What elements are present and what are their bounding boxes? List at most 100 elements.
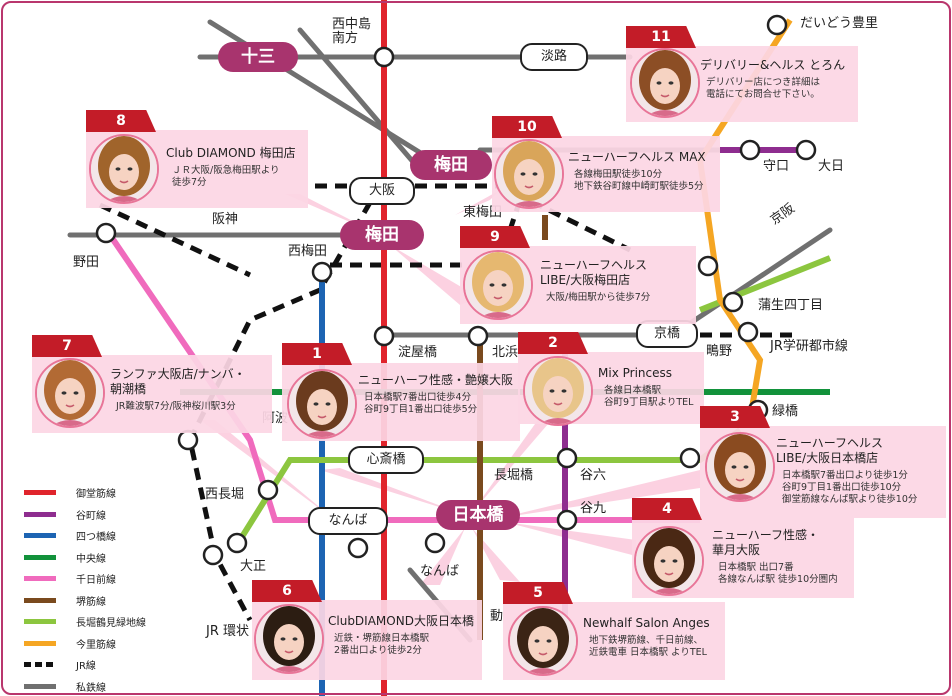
shop-access-info: 各線日本橋駅 谷町9丁目駅よりTEL: [604, 385, 694, 408]
legend-label: 今里筋線: [76, 639, 116, 651]
shop-card-8[interactable]: 8 Club DIAMOND 梅田店 ＪＲ大阪/阪急梅田駅より 徒歩7分: [86, 110, 308, 208]
legend-label: JR線: [76, 661, 96, 672]
legend-label: 千日前線: [76, 575, 116, 586]
shop-photo: [634, 526, 704, 596]
hub-nipponbashi[interactable]: 日本橋: [436, 500, 520, 530]
portrait-image: [636, 528, 702, 594]
shop-photo: [508, 606, 578, 676]
shop-access-info: 大阪/梅田駅から徒歩7分: [546, 292, 651, 303]
shop-photo: [494, 139, 564, 209]
station-namba[interactable]: なんば: [308, 507, 388, 535]
portrait-image: [510, 608, 576, 674]
shop-name: デリバリー&ヘルス とろん: [700, 58, 846, 72]
shop-number-tab: 3: [700, 406, 770, 428]
shop-name: ランファ大阪店/ナンバ・ 朝潮橋: [110, 367, 246, 396]
shop-number-tab: 5: [503, 582, 573, 604]
label-ebisucho: 動: [490, 609, 504, 624]
shop-access-info: ＪＲ大阪/阪急梅田駅より 徒歩7分: [172, 165, 280, 188]
shop-name: ClubDIAMOND大阪日本橋: [328, 614, 474, 628]
station-dots: [95, 14, 817, 566]
shop-name: Club DIAMOND 梅田店: [166, 146, 296, 160]
shop-access-info: JR難波駅7分/阪神桜川駅3分: [116, 401, 236, 412]
legend-swatch: [24, 597, 56, 603]
legend-swatch: [24, 576, 56, 581]
label-nishinakajima: 西中島 南方: [332, 17, 372, 46]
shop-photo: [287, 369, 357, 439]
label-nagahoribashi: 長堀橋: [494, 468, 534, 483]
shop-card-7[interactable]: 7 ランファ大阪店/ナンバ・ 朝潮橋 JR難波駅7分/阪神桜川駅3分: [32, 335, 272, 433]
label-gamo: 蒲生四丁目: [758, 298, 824, 313]
shop-photo: [254, 604, 324, 674]
shop-access-info: 日本橋駅7番出口徒歩4分 谷町9丁目1番出口徒歩5分: [364, 392, 478, 415]
station-shinsaibashi[interactable]: 心斎橋: [348, 446, 424, 474]
shop-name: Mix Princess: [598, 366, 672, 380]
shop-card-4[interactable]: 4 ニューハーフ性感・ 華月大阪日本橋駅 出口7番 各線なんば駅 徒歩10分圏内: [632, 498, 854, 598]
legend-label: 御堂筋線: [76, 489, 116, 500]
legend-swatch: [24, 683, 56, 689]
label-nishinagahori: 西長堀: [205, 487, 245, 502]
station-awaji[interactable]: 淡路: [520, 43, 588, 71]
portrait-image: [91, 136, 157, 202]
label-jrgakken: JR学研都市線: [770, 339, 848, 354]
legend-swatch: [24, 511, 56, 517]
label-kitahama: 北浜: [492, 345, 519, 360]
shop-number-tab: 7: [32, 335, 102, 357]
shop-card-2[interactable]: 2 Mix Princess 各線日本橋駅 谷町9丁目駅よりTEL: [518, 332, 704, 426]
shop-number-tab: 10: [492, 116, 562, 138]
hub-juso[interactable]: 十三: [218, 42, 298, 72]
portrait-image: [496, 141, 562, 207]
legend-swatch: [24, 640, 56, 646]
portrait-image: [632, 50, 698, 116]
portrait-image: [465, 252, 531, 318]
portrait-image: [256, 606, 322, 672]
shop-photo: [89, 134, 159, 204]
legend-swatch: [24, 490, 56, 495]
shop-name: ニューハーフ性感・ 華月大阪: [712, 528, 820, 557]
hub-umeda[interactable]: 梅田: [340, 220, 424, 250]
shop-card-6[interactable]: 6 ClubDIAMOND大阪日本橋近鉄・堺筋線日本橋駅 2番出口より徒歩2分: [252, 580, 482, 680]
shop-photo: [35, 358, 105, 428]
label-yodoyabashi: 淀屋橋: [398, 345, 438, 360]
legend-label: 長堀鶴見緑地線: [76, 618, 146, 629]
shop-access-info: 日本橋駅 出口7番 各線なんば駅 徒歩10分圏内: [718, 562, 838, 585]
shop-card-3[interactable]: 3 ニューハーフヘルス LIBE/大阪日本橋店日本橋駅7番出口より徒歩1分 谷町…: [700, 406, 946, 518]
shop-number-tab: 1: [282, 343, 352, 365]
shop-photo: [463, 250, 533, 320]
legend-label: 谷町線: [76, 510, 106, 522]
label-moriguchi: 守口: [763, 159, 790, 174]
station-osaka[interactable]: 大阪: [349, 177, 415, 205]
shop-access-info: 地下鉄堺筋線、千日前線、 近鉄電車 日本橋駅 よりTEL: [589, 635, 707, 658]
legend-swatch: [24, 662, 56, 667]
portrait-image: [37, 360, 103, 426]
shop-card-11[interactable]: 11 デリバリー&ヘルス とろんデリバリー店につき詳細は 電話にてお問合せ下さい…: [626, 26, 858, 122]
shop-card-9[interactable]: 9 ニューハーフヘルス LIBE/大阪梅田店大阪/梅田駅から徒歩7分: [460, 226, 696, 324]
shop-name: ニューハーフヘルス LIBE/大阪日本橋店: [776, 436, 884, 465]
label-jr-kanjo: JR 環状: [206, 624, 249, 639]
shop-number-tab: 2: [518, 332, 588, 354]
shop-number-tab: 6: [252, 580, 322, 602]
legend-swatch: [24, 554, 56, 560]
label-daido: だいどう豊里: [800, 16, 879, 31]
shop-photo: [705, 432, 775, 502]
portrait-image: [289, 371, 355, 437]
portrait-image: [525, 358, 591, 424]
station-kyobashi[interactable]: 京橋: [636, 320, 698, 348]
shop-name: ニューハーフ性感・艶嬢大阪: [358, 373, 514, 387]
shop-photo: [523, 356, 593, 426]
shop-access-info: デリバリー店につき詳細は 電話にてお問合せ下さい。: [706, 77, 821, 100]
label-taisho: 大正: [240, 559, 267, 574]
shop-number-tab: 9: [460, 226, 530, 248]
hub-umeda-top[interactable]: 梅田: [410, 150, 492, 180]
label-nishiumeda: 西梅田: [288, 244, 328, 259]
shop-card-1[interactable]: 1 ニューハーフ性感・艶嬢大阪日本橋駅7番出口徒歩4分 谷町9丁目1番出口徒歩5…: [282, 343, 520, 441]
label-midoribashi: 緑橋: [772, 404, 799, 419]
legend-label: 私鉄線: [76, 682, 106, 694]
legend-label: 四つ橋線: [76, 532, 116, 543]
label-noda: 野田: [73, 255, 100, 270]
legend-label: 堺筋線: [76, 596, 106, 608]
shop-number-tab: 8: [86, 110, 156, 132]
label-hanshin: 阪神: [212, 212, 239, 227]
